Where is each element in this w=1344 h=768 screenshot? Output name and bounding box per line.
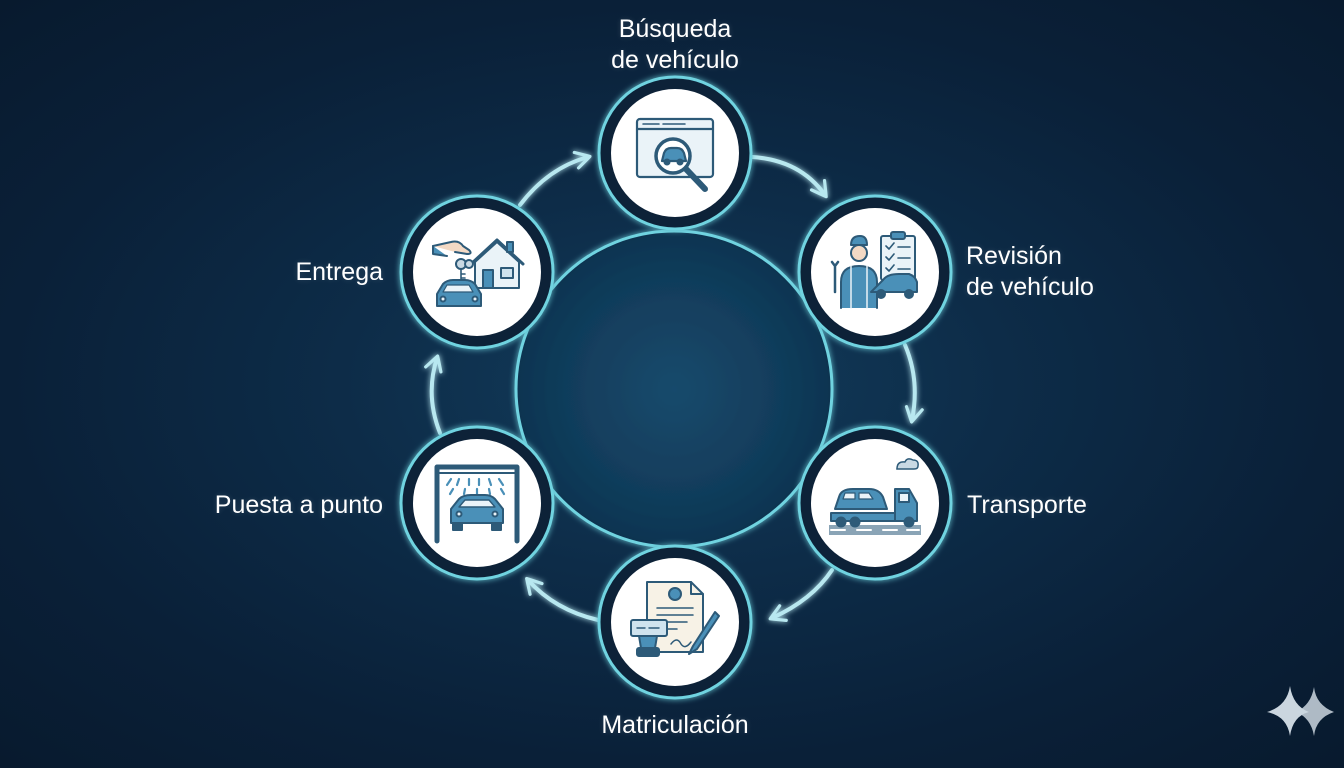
arrow-tuneup-to-delivery bbox=[424, 354, 443, 435]
step-label-line: Búsqueda bbox=[618, 15, 732, 43]
arrow-registration-to-tuneup bbox=[525, 576, 600, 622]
step-label-line: Matriculación bbox=[601, 711, 749, 739]
step-label-search: Búsqueda de vehículo bbox=[575, 14, 775, 76]
document-stamp-icon bbox=[630, 581, 720, 657]
arrow-search-to-inspection bbox=[750, 155, 828, 199]
step-label-line: Revisión bbox=[966, 242, 1062, 270]
step-label-delivery: Entrega bbox=[203, 257, 383, 288]
step-label-line: Entrega bbox=[295, 258, 383, 286]
cycle-arrows bbox=[424, 150, 924, 622]
step-label-transport: Transporte bbox=[967, 490, 1087, 521]
center-circle bbox=[514, 229, 834, 549]
step-label-tuneup: Puesta a punto bbox=[140, 490, 383, 521]
vehicle-search-icon bbox=[635, 117, 715, 192]
car-wash-icon bbox=[434, 464, 520, 544]
arrow-transport-to-registration bbox=[768, 568, 834, 622]
mechanic-checklist-icon bbox=[830, 231, 918, 309]
tow-truck-icon bbox=[829, 458, 921, 535]
step-label-line: de vehículo bbox=[966, 273, 1094, 301]
step-label-line: de vehículo bbox=[611, 46, 739, 74]
sparkle-icon bbox=[1267, 686, 1334, 736]
arrow-inspection-to-transport bbox=[903, 343, 924, 424]
arrow-delivery-to-search bbox=[518, 150, 592, 207]
step-label-inspection: Revisión de vehículo bbox=[966, 241, 1094, 303]
step-label-line: Transporte bbox=[967, 491, 1087, 519]
step-label-line: Puesta a punto bbox=[214, 491, 383, 519]
keys-handover-icon bbox=[432, 238, 525, 307]
step-label-registration: Matriculación bbox=[560, 710, 790, 741]
